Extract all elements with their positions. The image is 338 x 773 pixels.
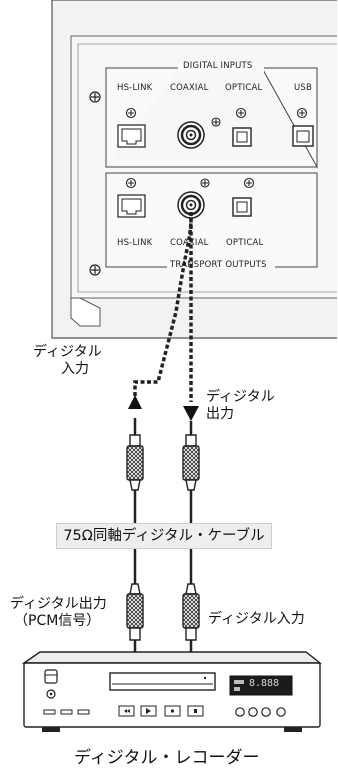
- play-button[interactable]: [140, 705, 157, 717]
- hs-link-output-port[interactable]: [117, 194, 146, 218]
- hs-link-input-port[interactable]: [117, 124, 146, 148]
- digital-input-label-line1: ディジタル: [33, 344, 102, 360]
- input-label-hs-link: HS-LINK: [117, 83, 153, 93]
- usb-input-port[interactable]: [292, 125, 314, 147]
- recorder-input-label: ディジタル入力: [208, 611, 305, 627]
- disc-tray[interactable]: [109, 672, 216, 691]
- digital-output-label-line1: ディジタル: [206, 389, 275, 405]
- rewind-button[interactable]: [118, 705, 135, 717]
- recorder-display-readout: 8.888: [249, 678, 280, 689]
- screw-icon: [125, 177, 137, 189]
- screw-icon: [235, 107, 247, 119]
- display-panel: [229, 675, 293, 696]
- output-arrow-icon: [183, 406, 199, 421]
- optical-output-port[interactable]: [232, 197, 252, 217]
- control-knob[interactable]: [276, 707, 286, 717]
- input-label-optical: OPTICAL: [225, 83, 263, 93]
- screw-icon: [89, 264, 101, 276]
- screw-icon: [243, 177, 255, 189]
- input-label-usb: USB: [294, 83, 313, 93]
- digital-output-label-line2: 出力: [206, 406, 234, 422]
- screw-icon: [200, 178, 210, 188]
- right-cable: [182, 421, 200, 658]
- small-button[interactable]: [77, 709, 90, 715]
- small-button[interactable]: [60, 709, 73, 715]
- control-knob[interactable]: [248, 707, 258, 717]
- transport-outputs-box: [105, 172, 318, 272]
- input-label-coaxial: COAXIAL: [170, 83, 209, 93]
- screw-icon: [125, 107, 137, 119]
- screw-icon: [89, 91, 101, 103]
- digital-inputs-title: DIGITAL INPUTS: [183, 61, 253, 71]
- digital-input-label-line2: 入力: [61, 361, 89, 377]
- transport-outputs-title: TRANSPORT OUTPUTS: [170, 260, 267, 270]
- control-knob[interactable]: [261, 707, 271, 717]
- optical-input-port[interactable]: [232, 127, 252, 147]
- screw-icon: [211, 117, 221, 127]
- digital-inputs-box: [105, 63, 318, 169]
- power-button[interactable]: [44, 669, 58, 684]
- recorder-output-label-line1: ディジタル出力: [10, 596, 107, 612]
- output-label-coaxial: COAXIAL: [170, 238, 209, 248]
- digital-input-cable-upper: [133, 217, 193, 409]
- input-arrow-icon: [128, 395, 142, 409]
- recorder-output-label-line2: （PCM信号）: [14, 613, 101, 629]
- headphone-jack[interactable]: [46, 689, 56, 699]
- output-label-hs-link: HS-LINK: [117, 238, 153, 248]
- screw-icon: [296, 107, 308, 119]
- control-knob[interactable]: [235, 707, 245, 717]
- recorder-name: ディジタル・レコーダー: [74, 748, 260, 768]
- cable-title: 75Ω同軸ディジタル・ケーブル: [56, 523, 272, 549]
- record-button[interactable]: [164, 705, 181, 717]
- output-label-optical: OPTICAL: [226, 238, 264, 248]
- small-button[interactable]: [43, 709, 56, 715]
- coaxial-input-jack[interactable]: [177, 121, 205, 149]
- device-rear-panel: [51, 0, 337, 339]
- stop-button[interactable]: [187, 705, 204, 717]
